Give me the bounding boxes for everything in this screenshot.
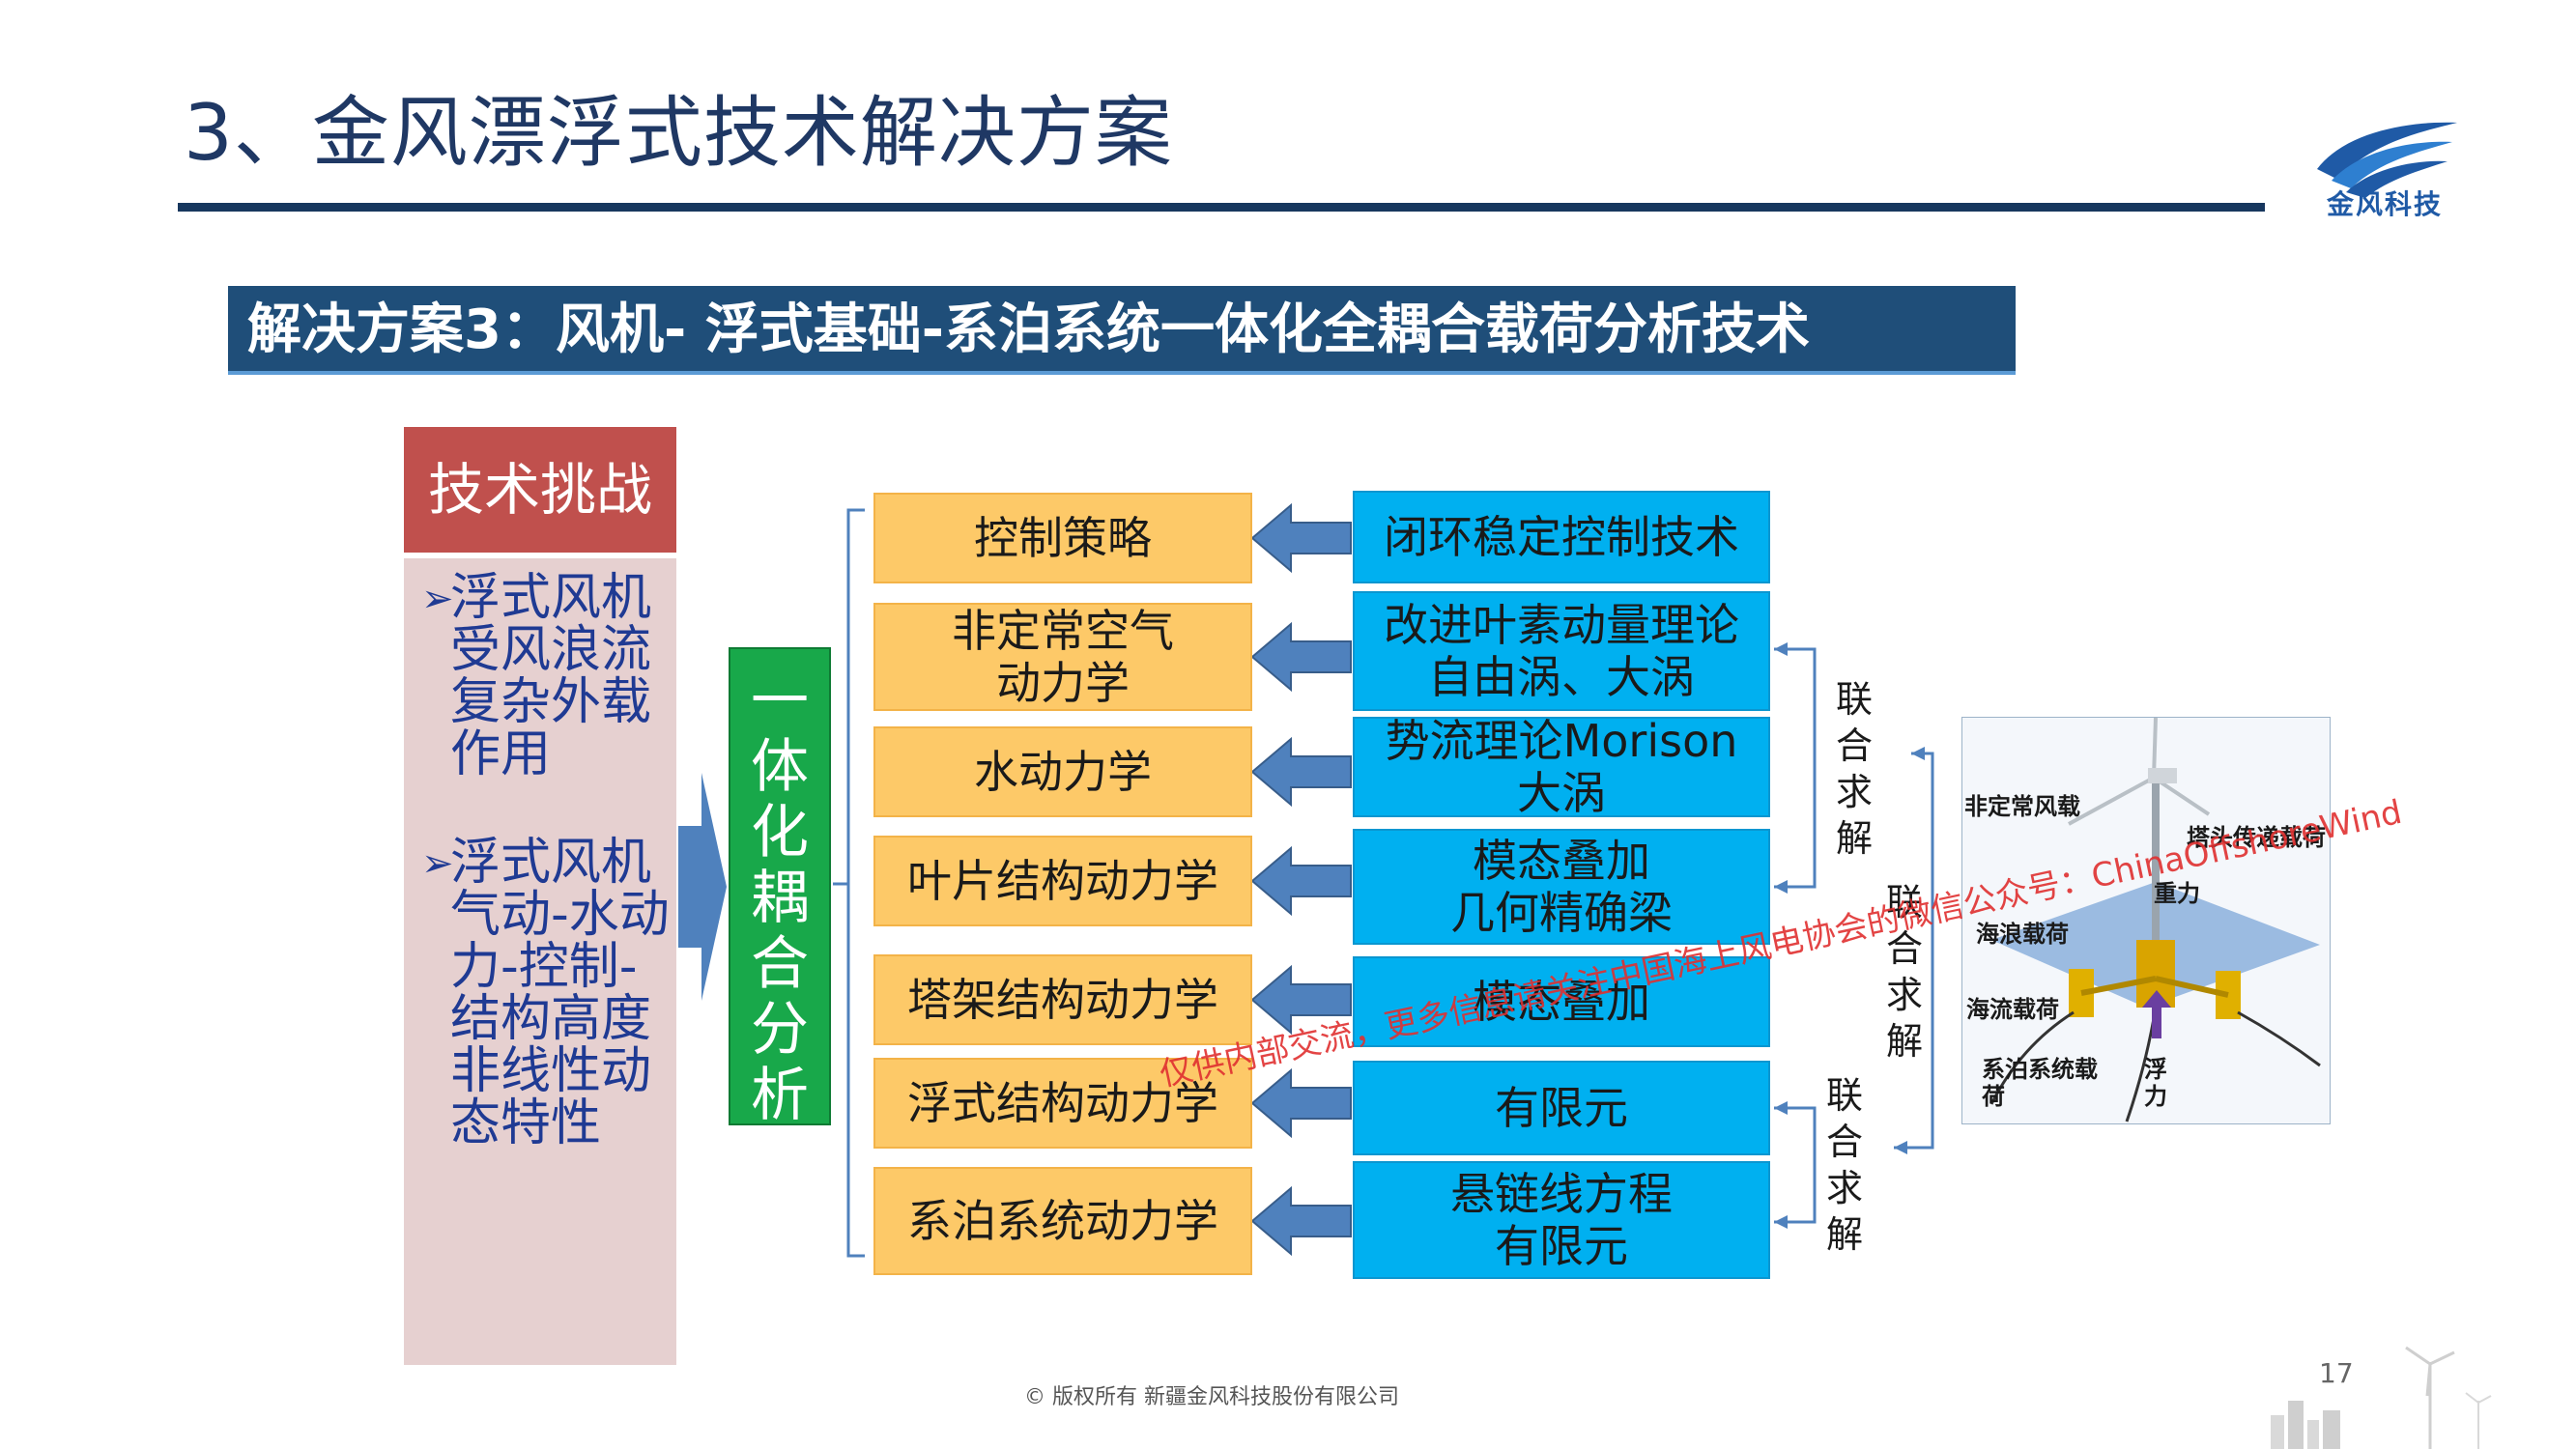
joint-solve-label: 联 合 求 解: [1885, 881, 1923, 1063]
logo-text: 金风科技: [2326, 188, 2443, 220]
method-box: 叶片结构动力学: [873, 836, 1252, 926]
challenge-to-center-arrow: [678, 773, 727, 1001]
center-bracket: [846, 508, 865, 1258]
technique-box: 改进叶素动量理论 自由涡、大涡: [1353, 591, 1770, 711]
row-arrow: [1250, 502, 1352, 574]
joint-solve-label: 联 合 求 解: [1825, 1074, 1863, 1256]
photo-label: 浮力: [2144, 1056, 2167, 1110]
technique-box: 有限元: [1353, 1061, 1770, 1155]
row-arrow: [1250, 736, 1352, 808]
arrow-bullet-icon: ➢: [421, 577, 454, 621]
challenge-bullet-text: 浮式风机气动-水动力-控制-结构高度非线性动态特性: [450, 834, 670, 1152]
technique-box: 悬链线方程 有限元: [1353, 1161, 1770, 1279]
technique-box: 模态叠加 几何精确梁: [1353, 829, 1770, 945]
photo-label: 非定常风载: [1964, 793, 2080, 820]
joint-bracket-2: [1774, 1106, 1817, 1224]
floating-turbine-illustration: 非定常风载 塔头传递载荷 重力 海浪载荷 海流载荷 系泊系统载荷 浮力: [1961, 717, 2331, 1124]
integrated-coupling-analysis: 一 体 化 耦 合 分 析: [729, 647, 831, 1128]
photo-label: 重力: [2154, 880, 2200, 907]
page-title: 3、金风漂浮式技术解决方案: [184, 88, 1173, 178]
photo-label: 海流载荷: [1966, 996, 2059, 1023]
method-box: 塔架结构动力学: [873, 954, 1252, 1045]
row-arrow: [1250, 1185, 1352, 1257]
copyright-text: © 版权所有 新疆金风科技股份有限公司: [1024, 1385, 1399, 1409]
goldwind-logo-icon: [2317, 122, 2457, 198]
joint-solve-label: 联 合 求 解: [1835, 678, 1873, 860]
page-number: 17: [2319, 1357, 2354, 1389]
challenge-bullet-text: 浮式风机受风浪流复杂外载作用: [450, 569, 652, 783]
section-banner: 解决方案3：风机- 浮式基础-系泊系统一体化全耦合载荷分析技术: [228, 286, 2016, 375]
city-wind-decoration-icon: [2271, 1346, 2492, 1449]
technique-box: 闭环稳定控制技术: [1353, 491, 1770, 583]
photo-label: 系泊系统载荷: [1982, 1056, 2098, 1110]
floating-turbine-icon: [1962, 718, 2330, 1123]
method-box: 浮式结构动力学: [873, 1058, 1252, 1149]
method-box: 水动力学: [873, 726, 1252, 817]
photo-label: 塔头传递载荷: [2187, 824, 2326, 851]
row-arrow: [1250, 621, 1352, 693]
arrow-bullet-icon: ➢: [421, 841, 454, 886]
method-box: 系泊系统动力学: [873, 1167, 1252, 1275]
title-divider: [178, 203, 2265, 212]
photo-label: 海浪载荷: [1976, 921, 2069, 948]
method-box: 控制策略: [873, 493, 1252, 583]
row-arrow: [1250, 845, 1352, 917]
technique-box: 模态叠加: [1353, 956, 1770, 1047]
challenge-header: 技术挑战: [404, 427, 676, 553]
challenge-body: ➢ 浮式风机受风浪流复杂外载作用 ➢ 浮式风机气动-水动力-控制-结构高度非线性…: [404, 558, 676, 1365]
row-arrow: [1250, 1067, 1352, 1139]
challenge-bullet: ➢ 浮式风机受风浪流复杂外载作用: [421, 572, 671, 781]
technique-box: 势流理论Morison 大涡: [1353, 715, 1770, 819]
method-box: 非定常空气 动力学: [873, 603, 1252, 711]
joint-bracket-1: [1774, 647, 1817, 889]
challenge-bullet: ➢ 浮式风机气动-水动力-控制-结构高度非线性动态特性: [421, 837, 671, 1150]
row-arrow: [1250, 964, 1352, 1036]
